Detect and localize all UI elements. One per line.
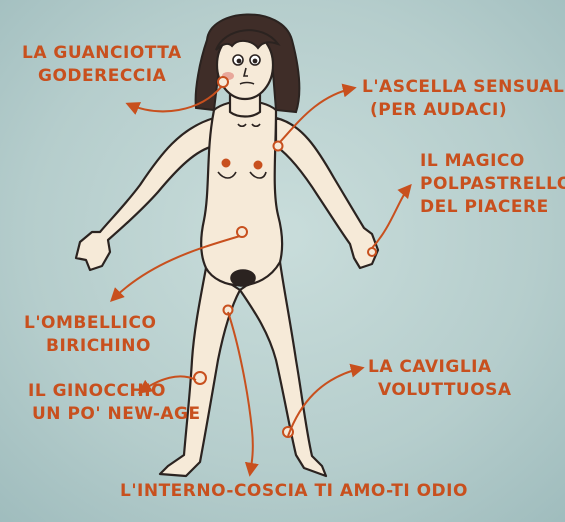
label-ombelico-line1: L'OMBELLICO <box>24 312 156 335</box>
label-ascella: L'ASCELLA SENSUALE (PER AUDACI) <box>362 76 565 122</box>
label-ascella-line1: L'ASCELLA SENSUALE <box>362 76 565 99</box>
label-polpastrello-line2: POLPASTRELLO <box>420 173 565 196</box>
label-coscia-line1: L'INTERNO-COSCIA TI AMO-TI ODIO <box>120 480 468 503</box>
label-guanciotta-line2: GODERECCIA <box>22 65 182 88</box>
label-caviglia: LA CAVIGLIA VOLUTTUOSA <box>368 356 512 402</box>
label-ginocchio-line1: IL GINOCCHIO <box>28 380 201 403</box>
label-guanciotta-line1: LA GUANCIOTTA <box>22 42 182 65</box>
label-ginocchio: IL GINOCCHIO UN PO' NEW-AGE <box>28 380 201 426</box>
label-polpastrello: IL MAGICO POLPASTRELLO DEL PIACERE <box>420 150 565 219</box>
label-guanciotta: LA GUANCIOTTA GODERECCIA <box>22 42 182 88</box>
label-ginocchio-line2: UN PO' NEW-AGE <box>28 403 201 426</box>
label-ombelico-line2: BIRICHINO <box>24 335 156 358</box>
label-polpastrello-line3: DEL PIACERE <box>420 196 565 219</box>
label-ascella-line2: (PER AUDACI) <box>362 99 565 122</box>
label-caviglia-line1: LA CAVIGLIA <box>368 356 512 379</box>
label-coscia: L'INTERNO-COSCIA TI AMO-TI ODIO <box>120 480 468 503</box>
label-caviglia-line2: VOLUTTUOSA <box>368 379 512 402</box>
label-polpastrello-line1: IL MAGICO <box>420 150 565 173</box>
label-ombelico: L'OMBELLICO BIRICHINO <box>24 312 156 358</box>
